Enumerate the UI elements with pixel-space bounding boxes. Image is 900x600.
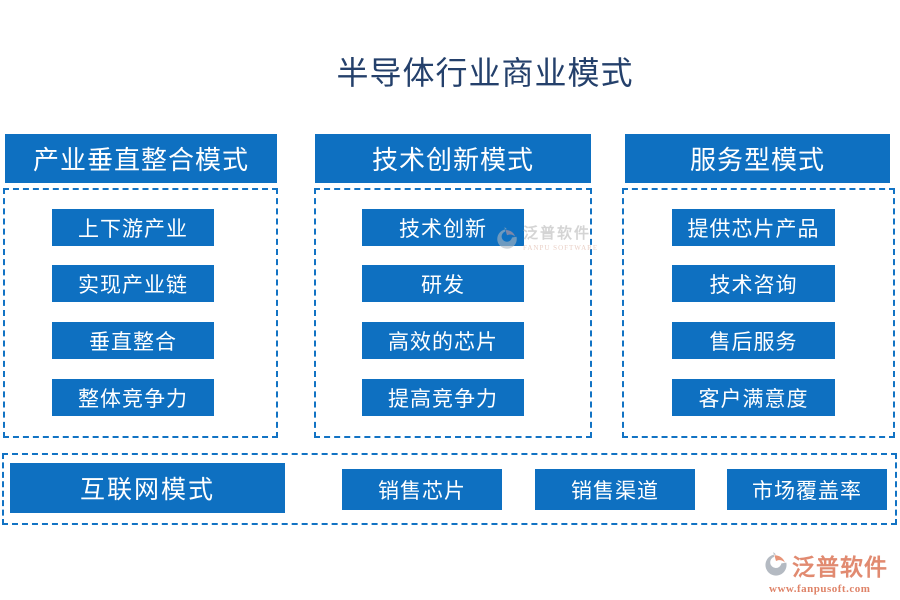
column-header-service-model: 服务型模式 xyxy=(625,134,890,183)
model-item: 技术创新 xyxy=(362,209,524,246)
model-item: 提供芯片产品 xyxy=(672,209,835,246)
brand-footer: 泛普软件 www.fanpusoft.com xyxy=(763,548,898,595)
diagram-title: 半导体行业商业模式 xyxy=(336,55,634,91)
model-item: 售后服务 xyxy=(672,322,835,359)
model-item: 客户满意度 xyxy=(672,379,835,416)
model-item: 销售渠道 xyxy=(535,469,695,510)
column-panel-tech-innovation: 技术创新 研发 高效的芯片 提高竞争力 xyxy=(314,188,592,438)
model-item: 市场覆盖率 xyxy=(727,469,887,510)
brand-name: 泛普软件 xyxy=(792,555,888,580)
model-item: 高效的芯片 xyxy=(362,322,524,359)
column-panel-vertical-integration: 上下游产业 实现产业链 垂直整合 整体竞争力 xyxy=(3,188,278,438)
model-item: 整体竞争力 xyxy=(52,379,214,416)
brand-logo-icon xyxy=(763,552,789,578)
model-item: 提高竞争力 xyxy=(362,379,524,416)
model-item: 实现产业链 xyxy=(52,265,214,302)
column-header-tech-innovation: 技术创新模式 xyxy=(315,134,591,183)
column-header-vertical-integration: 产业垂直整合模式 xyxy=(5,134,277,183)
model-item: 垂直整合 xyxy=(52,322,214,359)
model-item: 研发 xyxy=(362,265,524,302)
column-panel-service-model: 提供芯片产品 技术咨询 售后服务 客户满意度 xyxy=(622,188,895,438)
model-item: 销售芯片 xyxy=(342,469,502,510)
model-item: 上下游产业 xyxy=(52,209,214,246)
model-item: 技术咨询 xyxy=(672,265,835,302)
brand-url: www.fanpusoft.com xyxy=(769,583,871,595)
bottom-header-internet-model: 互联网模式 xyxy=(10,463,285,513)
bottom-panel-internet-model: 互联网模式 销售芯片 销售渠道 市场覆盖率 xyxy=(2,453,897,525)
